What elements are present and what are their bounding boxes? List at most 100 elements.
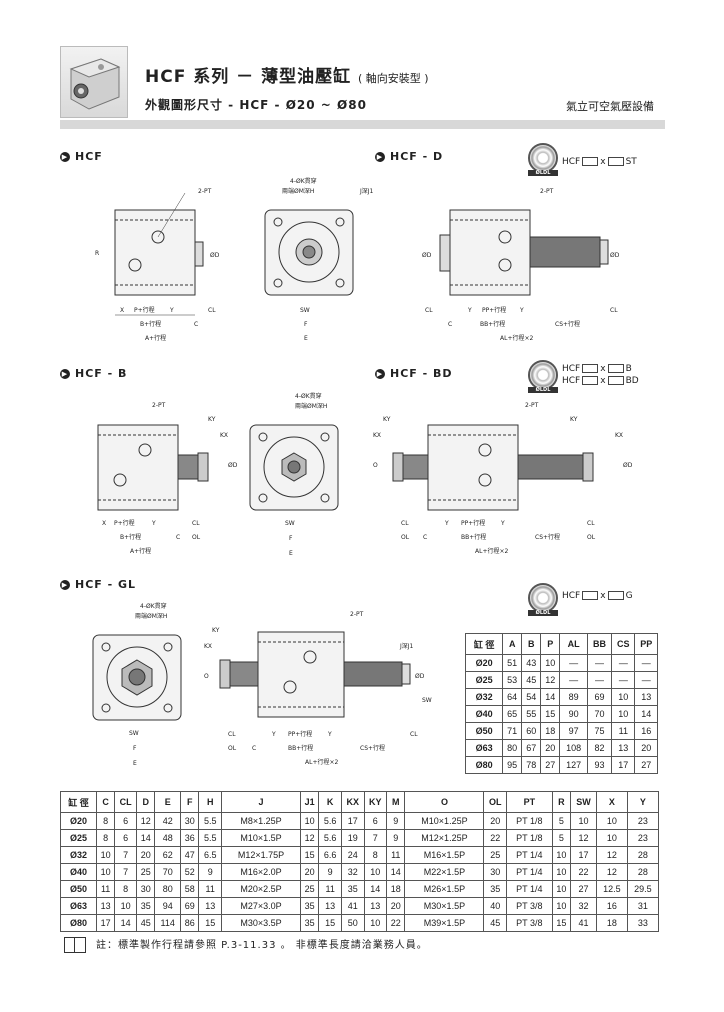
column-header: KX: [340, 791, 365, 813]
table-cell: 15: [198, 914, 222, 932]
table-cell: 47: [180, 846, 200, 864]
table-cell: 90: [559, 705, 588, 723]
table-cell: 58: [180, 880, 200, 898]
table-cell: PT 1/8: [505, 812, 553, 830]
table-cell: 127: [559, 756, 588, 774]
label-2pt: 2-PT: [350, 611, 364, 618]
table-cell: 30: [180, 812, 200, 830]
arrow-icon: ▶: [60, 369, 70, 379]
table-cell: 80: [154, 880, 182, 898]
table-cell: 13: [363, 897, 388, 915]
label-y: Y: [151, 520, 156, 527]
column-header: H: [198, 791, 222, 813]
table-cell: 13: [634, 688, 658, 706]
table-cell: 40: [483, 897, 507, 915]
label-f: F: [133, 745, 137, 752]
drawing-hcf-side: 2-PT R ØD X P+行程 Y CL B+行程 C A+行程: [95, 188, 220, 342]
table-cell: M30×3.5P: [221, 914, 301, 932]
table-cell: 41: [340, 897, 365, 915]
label-y: Y: [169, 307, 174, 314]
label-y: Y: [271, 731, 276, 738]
table-cell: 65: [502, 705, 523, 723]
drawing-hcf-gl-front: 4-ØK貫穿 兩端ØM深H SW F E: [92, 602, 182, 767]
table-cell: 35: [340, 880, 365, 898]
table-cell: 27: [634, 756, 658, 774]
table-cell: 27: [540, 756, 561, 774]
table-cell: 16: [595, 897, 628, 915]
table-cell: 30: [136, 880, 156, 898]
arrow-icon: ▶: [375, 369, 385, 379]
label-sw: SW: [285, 520, 295, 527]
table-cell: 45: [521, 671, 542, 689]
label-cs-stroke: CS+行程: [360, 744, 385, 752]
bore-size-cell: Ø25: [464, 671, 504, 689]
table-cell: 25: [299, 880, 320, 898]
table-cell: 10: [595, 829, 628, 847]
label-cl: CL: [410, 731, 418, 738]
table-cell: 14: [634, 705, 658, 723]
label-p-stroke: P+行程: [114, 519, 135, 527]
table-cell: 15: [299, 846, 320, 864]
table-cell: PT 1/4: [505, 846, 553, 864]
table-cell: PT 3/8: [505, 914, 553, 932]
label-p-stroke: P+行程: [134, 306, 155, 314]
table-cell: 16: [634, 722, 658, 740]
label-2pt: 2-PT: [525, 402, 539, 409]
table-cell: 14: [136, 829, 156, 847]
table-cell: PT 3/8: [505, 897, 553, 915]
table-cell: 6.5: [198, 846, 222, 864]
label-al-stroke: AL+行程×2: [305, 758, 339, 766]
table-cell: 10: [114, 897, 138, 915]
column-header: A: [502, 633, 523, 655]
table-cell: 6: [363, 812, 388, 830]
table-cell: 17: [611, 756, 636, 774]
table-cell: 7: [114, 863, 138, 881]
table-cell: 32: [570, 897, 597, 915]
bore-size-cell: Ø80: [464, 756, 504, 774]
label-al-stroke: AL+行程×2: [500, 334, 534, 342]
table-cell: 15: [540, 705, 561, 723]
label-ky: KY: [570, 416, 578, 423]
section-title-hcf-bd: ▶HCF - BD: [375, 367, 453, 380]
drawing-hcf-front: 4-ØK貫穿 兩端ØM深H J深J1 SW F E: [264, 177, 374, 342]
table-cell: 10: [95, 863, 116, 881]
table-cell: 17: [95, 914, 116, 932]
table-cell: 17: [340, 812, 365, 830]
arrow-icon: ▶: [60, 152, 70, 162]
table-cell: 43: [521, 654, 542, 672]
table-cell: M16×2.0P: [221, 863, 301, 881]
table-cell: PT 1/4: [505, 880, 553, 898]
label-d: ØD: [422, 252, 432, 259]
footnote: 註：標準製作行程請參照 P.3-11.33 。 非標準長度請洽業務人員。: [64, 936, 428, 953]
label-b-stroke: B+行程: [140, 320, 161, 328]
table-cell: —: [634, 671, 658, 689]
table-cell: M16×1.5P: [404, 846, 485, 864]
table-cell: 10: [551, 846, 572, 864]
table-cell: 19: [340, 829, 365, 847]
label-c: C: [448, 321, 452, 328]
label-kx: KX: [220, 432, 228, 439]
column-header: M: [386, 791, 406, 813]
book-icon: [64, 937, 86, 953]
table-cell: 20: [483, 812, 507, 830]
bore-size-cell: Ø25: [60, 829, 97, 847]
table-cell: M12×1.25P: [404, 829, 485, 847]
table-cell: 93: [586, 756, 613, 774]
table-cell: 10: [363, 914, 388, 932]
table-cell: 42: [154, 812, 182, 830]
table-cell: 62: [154, 846, 182, 864]
label-ky: KY: [208, 416, 216, 423]
label-y: Y: [327, 731, 332, 738]
table-cell: 64: [502, 688, 523, 706]
table-cell: M30×1.5P: [404, 897, 485, 915]
label-sw: SW: [129, 730, 139, 737]
label-c: C: [194, 321, 198, 328]
